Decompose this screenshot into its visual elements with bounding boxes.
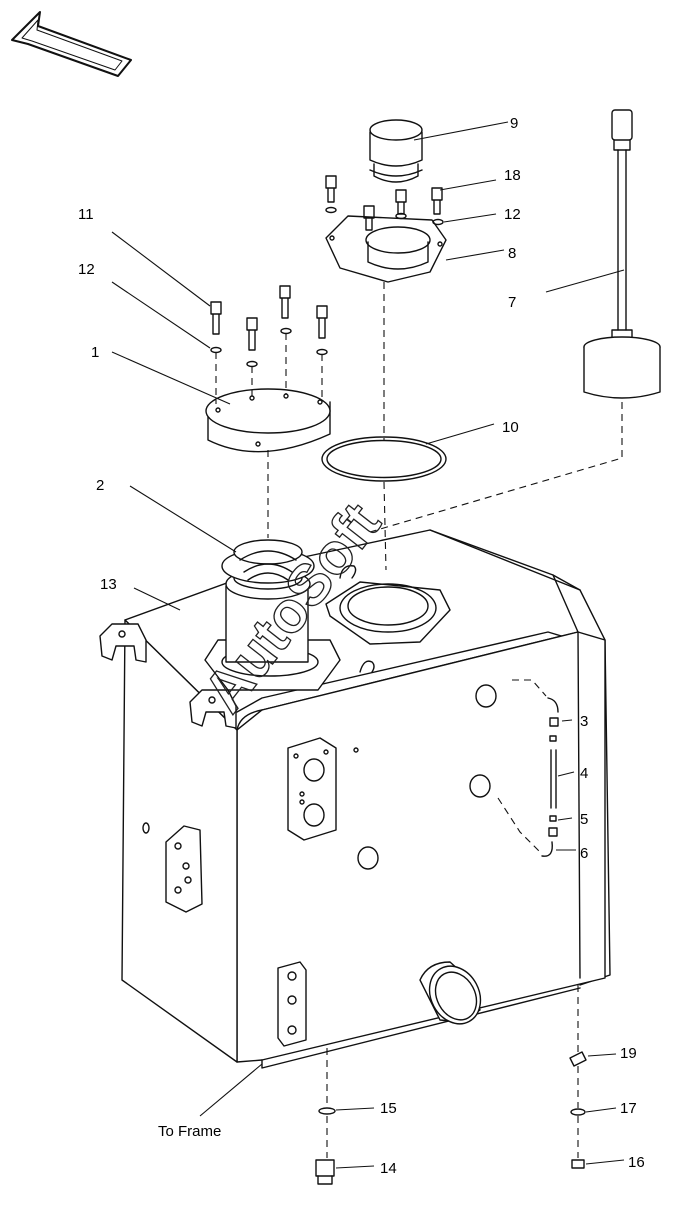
filter-neck bbox=[204, 539, 341, 691]
cover-plate bbox=[205, 388, 331, 453]
callout-9: 9 bbox=[510, 115, 518, 132]
mount-bracket-lower bbox=[189, 689, 237, 729]
filter-flange bbox=[325, 215, 447, 283]
level-sensor bbox=[583, 109, 661, 399]
callout-18: 18 bbox=[504, 167, 521, 184]
orientation-arrow-icon bbox=[11, 11, 132, 77]
callout-1: 1 bbox=[91, 344, 99, 361]
left-side-plate bbox=[142, 822, 203, 913]
drain-plug bbox=[315, 1107, 336, 1185]
callout-7: 7 bbox=[508, 294, 516, 311]
callout-labels: 1 2 3 4 5 6 7 8 9 10 11 12 12 13 14 15 1… bbox=[78, 115, 645, 1177]
callout-15: 15 bbox=[380, 1100, 397, 1117]
cover-bolts bbox=[210, 285, 328, 368]
callout-19: 19 bbox=[620, 1045, 637, 1062]
to-frame-label: To Frame bbox=[158, 1123, 221, 1140]
callout-12b: 12 bbox=[504, 206, 521, 223]
drain-hole bbox=[357, 846, 379, 870]
callout-14: 14 bbox=[380, 1160, 397, 1177]
callout-10: 10 bbox=[502, 419, 519, 436]
callout-2: 2 bbox=[96, 477, 104, 494]
lifting-hook-front bbox=[359, 660, 375, 673]
return-port-opening bbox=[325, 581, 451, 645]
callout-3: 3 bbox=[580, 713, 588, 730]
o-ring bbox=[321, 436, 447, 482]
lower-front-plate bbox=[277, 961, 307, 1047]
front-port-block bbox=[287, 737, 359, 841]
assembly-lines bbox=[215, 282, 623, 1158]
mount-hardware-right bbox=[569, 1051, 587, 1169]
callout-4: 4 bbox=[580, 765, 588, 782]
callout-5: 5 bbox=[580, 811, 588, 828]
flange-bolts bbox=[325, 175, 444, 231]
leader-lines bbox=[111, 121, 625, 1169]
callout-6: 6 bbox=[580, 845, 588, 862]
gauge-port-upper bbox=[475, 684, 497, 708]
suction-port bbox=[419, 961, 482, 1025]
callout-13: 13 bbox=[100, 576, 117, 593]
sight-gauge bbox=[541, 697, 559, 857]
callout-11: 11 bbox=[78, 206, 94, 223]
callout-16: 16 bbox=[628, 1154, 645, 1171]
breather-cap bbox=[369, 119, 423, 183]
gauge-port-lower bbox=[469, 774, 491, 798]
callout-8: 8 bbox=[508, 245, 516, 262]
mount-bracket-upper bbox=[99, 623, 147, 663]
lifting-hook-top bbox=[339, 565, 357, 579]
callout-12a: 12 bbox=[78, 261, 95, 278]
callout-17: 17 bbox=[620, 1100, 637, 1117]
